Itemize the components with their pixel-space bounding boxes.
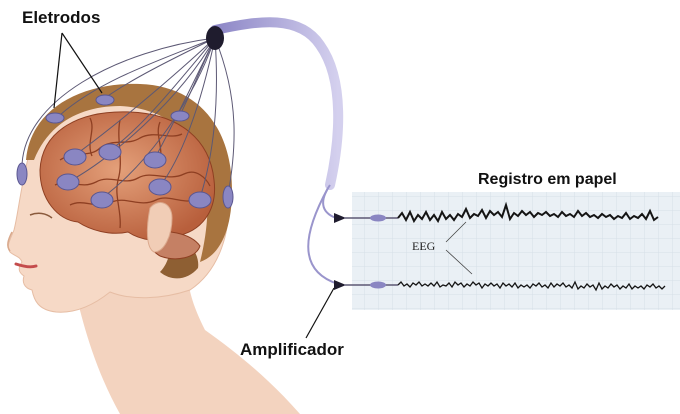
electrode	[171, 111, 189, 121]
electrodes-label: Eletrodos	[22, 8, 100, 28]
paper-record-label: Registro em papel	[478, 171, 617, 189]
electrode	[46, 113, 64, 123]
electrode	[99, 144, 121, 160]
electrode	[189, 192, 211, 208]
electrode	[57, 174, 79, 190]
electrode	[144, 152, 166, 168]
electrode	[96, 95, 114, 105]
eeg-label: EEG	[412, 239, 435, 254]
cable-hub	[206, 26, 224, 50]
amplifier-label: Amplificador	[240, 340, 344, 360]
electrode	[17, 163, 27, 185]
electrode	[223, 186, 233, 208]
amplifier-pointer	[306, 288, 334, 338]
paper-record	[352, 192, 680, 310]
electrode	[64, 149, 86, 165]
main-cable	[215, 22, 338, 185]
electrode	[149, 179, 171, 195]
branch-cables	[308, 185, 338, 284]
electrode	[91, 192, 113, 208]
